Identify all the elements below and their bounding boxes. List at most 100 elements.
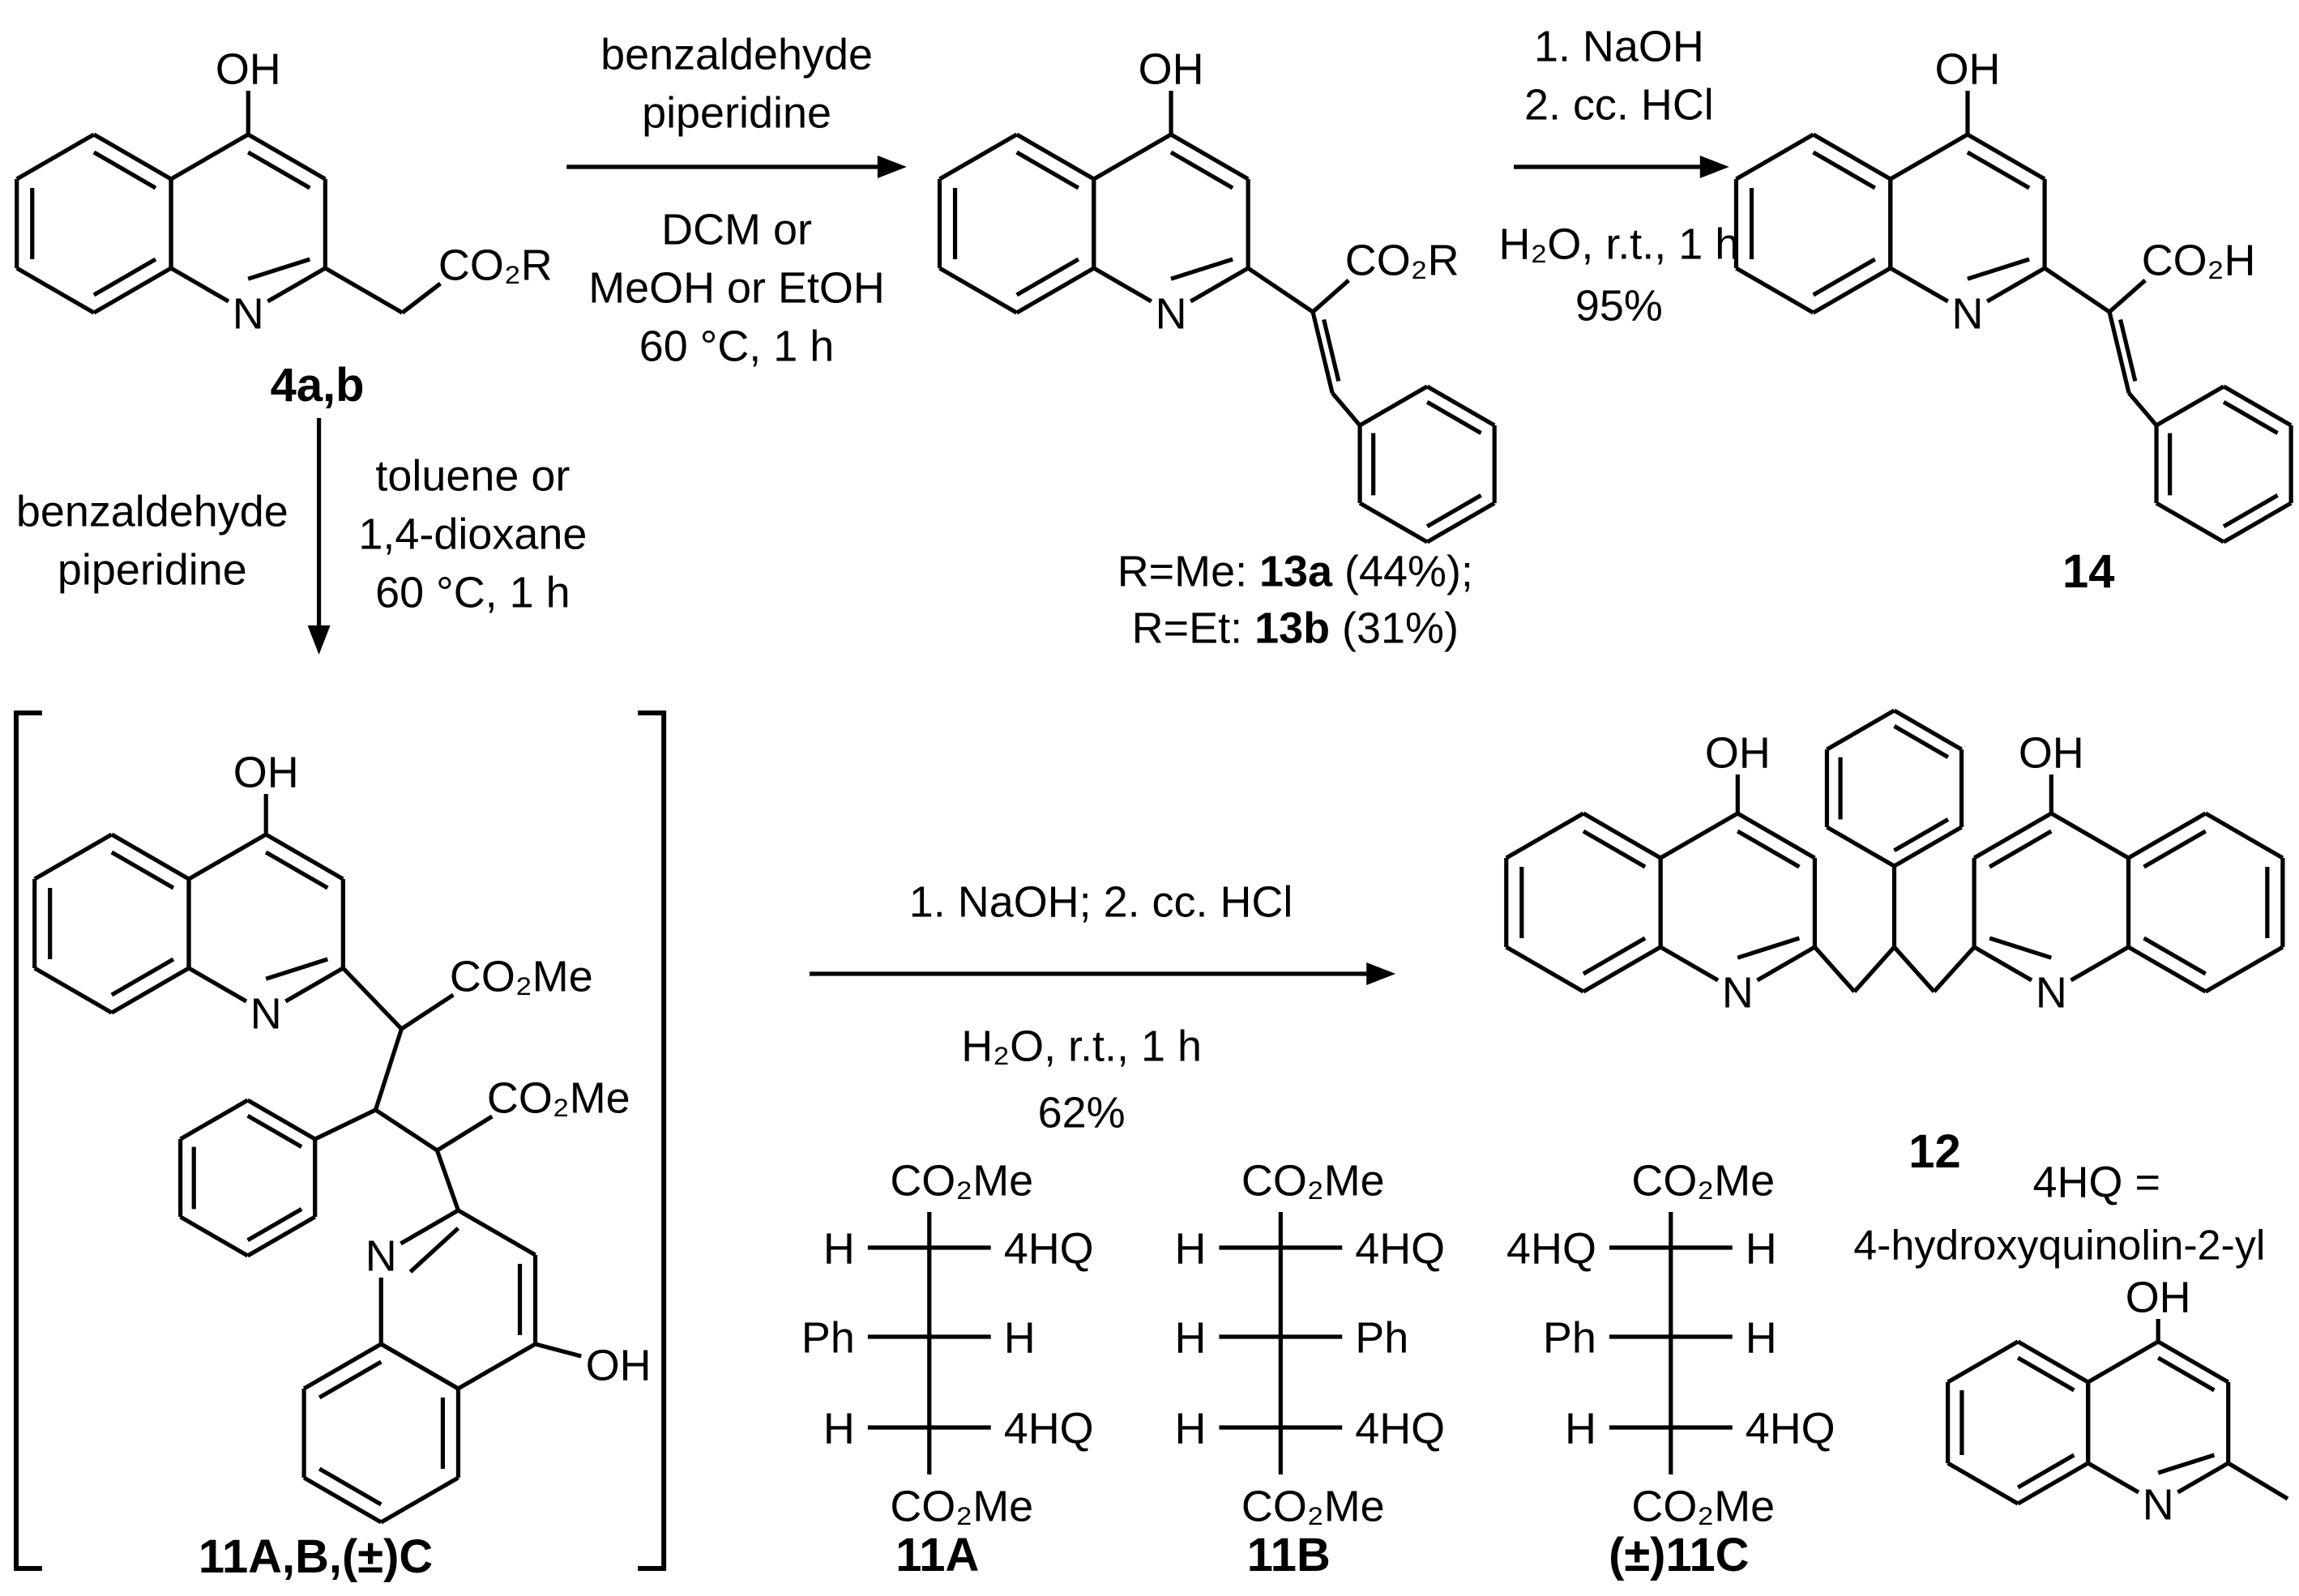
yield-label: 62% (1038, 1088, 1126, 1137)
ring-bond (92, 132, 173, 181)
double-bond-inner (2118, 318, 2138, 382)
ester-label: CO₂Me (1631, 1156, 1775, 1205)
ring-bond (2016, 1339, 2089, 1385)
ring-bond (1735, 132, 1814, 181)
ring-bond (1893, 825, 1963, 868)
ring-bond (1092, 132, 1173, 181)
substituent-label: 4HQ (1746, 1404, 1835, 1453)
ring-bond (302, 1342, 382, 1391)
arrow-head (877, 156, 907, 178)
ester-label: CO₂Me (890, 1482, 1033, 1530)
double-bond-inner (1322, 318, 1341, 382)
ring-bond (169, 266, 230, 304)
bond (1892, 945, 1936, 993)
legend-title: 4HQ = (2033, 1158, 2160, 1206)
compound-label: R=Me: 13a (44%); (1117, 547, 1473, 595)
substituent-label: H (1174, 1313, 1206, 1362)
ring-bond (1735, 266, 1814, 315)
label-part: R=Et: (1132, 604, 1254, 652)
reagent-label: benzaldehyde (600, 30, 873, 79)
label-part: (44%); (1332, 547, 1473, 595)
ring-bond (1358, 501, 1429, 544)
hydroxyl-label: OH (586, 1341, 652, 1389)
ring-bond (1893, 708, 1963, 752)
condition-label: MeOH or EtOH (588, 263, 885, 312)
yield-label: 95% (1575, 281, 1663, 330)
reagent-label: benzaldehyde (16, 487, 288, 536)
ring-bond (110, 832, 190, 881)
condition-label: toluene or (375, 451, 570, 500)
label-part: R=Me: (1117, 547, 1259, 595)
bond (374, 1028, 404, 1111)
ring-bond (2087, 1339, 2160, 1385)
ring-bond (15, 132, 96, 181)
substituent-label: 4HQ (1355, 1224, 1445, 1273)
ring-bond (1812, 266, 1892, 315)
substituent-label: H (823, 1404, 855, 1453)
condition-label: H₂O, r.t., 1 h (961, 1022, 1202, 1070)
double-bond-inner (2016, 1355, 2075, 1393)
ring-bond (1826, 708, 1895, 752)
reagent-label: 1. NaOH (1534, 22, 1704, 70)
substituent-label: H (1565, 1404, 1596, 1453)
ring-bond (169, 132, 250, 181)
bond (400, 281, 442, 315)
bond (324, 266, 404, 315)
arrow-head (1366, 962, 1396, 985)
compound-label: 14 (2062, 546, 2114, 598)
ring-bond (1358, 384, 1429, 428)
bond (2043, 266, 2111, 314)
ester-label: CO₂Me (450, 952, 593, 1001)
condition-label: 60 °C, 1 h (639, 322, 834, 370)
hydroxyl-label: OH (1139, 45, 1204, 93)
ring-bond (2127, 945, 2207, 994)
ester-label: CO₂Me (1631, 1482, 1775, 1530)
substituent-label: 4HQ (1355, 1404, 1445, 1453)
bond (341, 967, 404, 1031)
condition-label: 1,4-dioxane (358, 510, 587, 558)
ring-bond (179, 1098, 249, 1142)
ring-bond (267, 266, 327, 304)
ester-label: CO₂R (1345, 236, 1459, 284)
label-part: 13a (1259, 547, 1333, 595)
double-bond-inner (1966, 150, 2031, 190)
ring-bond (284, 966, 344, 1004)
reagent-label: piperidine (58, 545, 247, 594)
ring-bond (457, 1342, 536, 1391)
ring-bond (302, 1475, 382, 1525)
ring-bond (1972, 811, 2053, 860)
double-bond-inner (1967, 257, 2030, 281)
bond (1331, 391, 1362, 427)
nitrogen-label: N (1156, 289, 1187, 338)
compound-label: 4a,b (271, 360, 365, 412)
hydroxyl-label: OH (1705, 728, 1771, 777)
bond (434, 1150, 460, 1211)
ester-label: CO₂Me (1241, 1156, 1385, 1205)
ring-bond (2050, 811, 2130, 860)
ring-bond (1736, 811, 1816, 860)
ring-bond (1092, 266, 1153, 304)
double-bond-inner (2222, 493, 2279, 529)
double-bond-inner (264, 850, 329, 890)
ring-bond (1985, 266, 2046, 304)
nitrogen-label: N (1952, 289, 1984, 338)
substituent-label: 4HQ (1004, 1224, 1094, 1273)
nitrogen-label: N (1722, 968, 1754, 1017)
double-bond-inner (408, 1227, 460, 1274)
double-bond-inner (2016, 1453, 2075, 1490)
double-bond-inner (1015, 257, 1080, 297)
ring-bond (1889, 266, 1950, 304)
bond (374, 1107, 438, 1153)
bond (1813, 945, 1857, 993)
bond (1852, 945, 1896, 993)
ring-bond (1972, 945, 2033, 983)
double-bond-inner (247, 257, 311, 281)
ring-bond (1582, 945, 1662, 994)
nitrogen-label: N (250, 989, 282, 1038)
nitrogen-label: N (233, 289, 264, 338)
ring-bond (1505, 811, 1585, 860)
